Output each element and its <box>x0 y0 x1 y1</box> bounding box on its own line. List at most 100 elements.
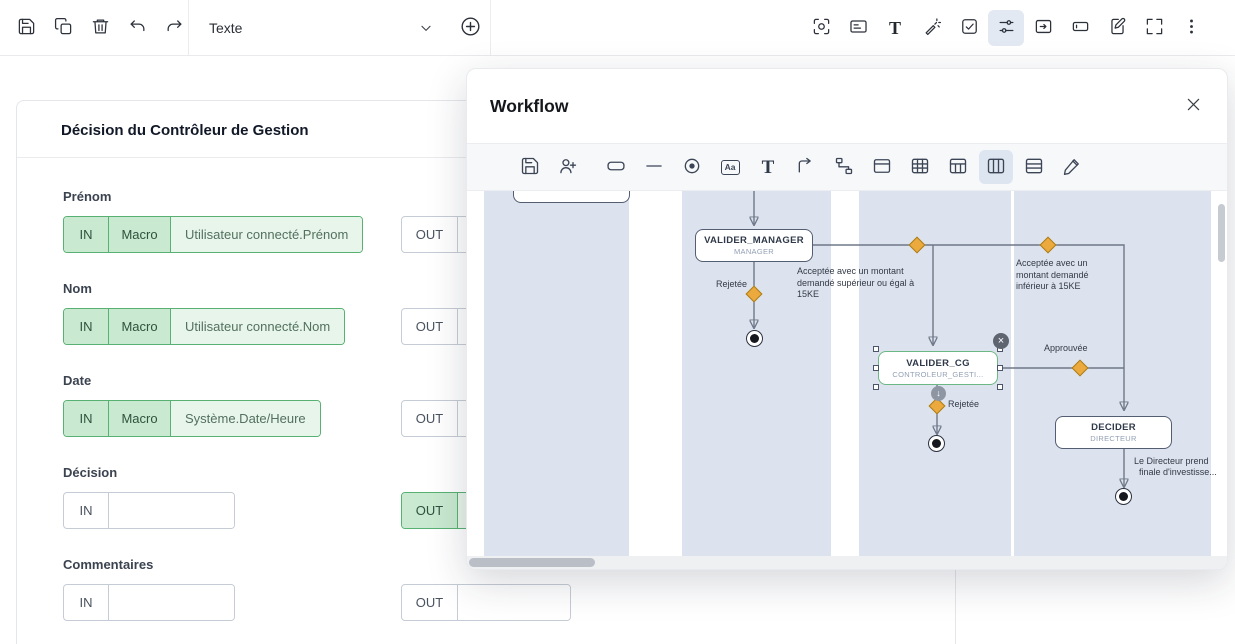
text-t-icon: T <box>761 156 775 178</box>
resize-handle[interactable] <box>873 365 879 371</box>
input-field-button[interactable] <box>1062 10 1098 46</box>
magic-wand-icon <box>923 17 942 39</box>
add-element-button[interactable] <box>452 10 488 46</box>
shape-rect-button[interactable] <box>599 150 633 184</box>
duplicate-icon <box>54 17 73 39</box>
edge-label-approuvee: Approuvée <box>1044 343 1088 353</box>
resize-handle[interactable] <box>873 384 879 390</box>
edit-document-button[interactable] <box>1099 10 1135 46</box>
grid-icon <box>948 156 968 179</box>
in-badge: IN <box>64 401 108 436</box>
out-field[interactable] <box>457 585 570 620</box>
note-line-1: Le Directeur prend <box>1134 456 1209 466</box>
resize-handle[interactable] <box>997 384 1003 390</box>
node-subtitle: DIRECTEUR <box>1090 434 1137 443</box>
macro-badge[interactable]: Macro <box>108 309 170 344</box>
text-tool-button[interactable]: T <box>877 10 913 46</box>
header-panel-button[interactable] <box>865 150 899 184</box>
focus-scan-icon <box>812 17 831 39</box>
end-node[interactable] <box>928 435 945 452</box>
node-title: VALIDER_MANAGER <box>704 235 804 246</box>
node-decider[interactable]: DECIDER DIRECTEUR <box>1055 416 1172 449</box>
more-menu-button[interactable] <box>1173 10 1209 46</box>
edge-label-rejetee-cg: Rejetée <box>948 399 980 409</box>
insert-panel-icon <box>1034 17 1053 39</box>
end-node[interactable] <box>1115 488 1132 505</box>
macro-value[interactable]: Utilisateur connecté.Nom <box>170 309 345 344</box>
commentaires-out-group: OUT <box>401 584 571 621</box>
toolbar-divider <box>188 0 189 55</box>
delete-button[interactable] <box>82 10 118 46</box>
connector-icon <box>796 156 816 179</box>
vertical-scrollbar[interactable] <box>1218 204 1225 262</box>
in-field[interactable] <box>108 585 234 620</box>
line-tool-button[interactable] <box>637 150 671 184</box>
toolbar-left-group <box>8 10 192 46</box>
close-icon <box>1184 95 1203 117</box>
horizontal-lanes-button[interactable] <box>1017 150 1051 184</box>
macro-badge[interactable]: Macro <box>108 401 170 436</box>
grid-button[interactable] <box>941 150 975 184</box>
edit-document-icon <box>1108 17 1127 39</box>
end-node[interactable] <box>746 330 763 347</box>
magic-wand-button[interactable] <box>914 10 950 46</box>
focus-scan-button[interactable] <box>803 10 839 46</box>
horizontal-scrollbar-thumb[interactable] <box>469 558 595 567</box>
settings-sliders-button[interactable] <box>988 10 1024 46</box>
close-modal-button[interactable] <box>1177 90 1209 122</box>
vertical-lanes-button[interactable] <box>979 150 1013 184</box>
field-label-prenom: Prénom <box>63 189 112 204</box>
in-badge: IN <box>64 309 108 344</box>
macro-value[interactable]: Utilisateur connecté.Prénom <box>170 217 363 252</box>
hierarchy-tool-button[interactable] <box>827 150 861 184</box>
workflow-toolbar: Aa T <box>467 143 1227 191</box>
label-aa-icon: Aa <box>720 159 740 175</box>
field-label-commentaires: Commentaires <box>63 557 154 572</box>
table-icon <box>910 156 930 179</box>
pen-tool-button[interactable] <box>1055 150 1089 184</box>
delete-node-button[interactable]: × <box>993 333 1009 349</box>
resize-handle[interactable] <box>997 365 1003 371</box>
workflow-canvas[interactable]: VALIDER_MANAGER MANAGER VALIDER_CG CONTR… <box>467 191 1227 558</box>
redo-icon <box>165 17 184 39</box>
add-user-button[interactable] <box>551 150 585 184</box>
undo-button[interactable] <box>119 10 155 46</box>
in-field[interactable] <box>108 493 234 528</box>
workflow-node-partial[interactable] <box>513 191 630 203</box>
node-valider-cg[interactable]: VALIDER_CG CONTROLEUR_GESTI... <box>878 351 998 385</box>
fullscreen-button[interactable] <box>1136 10 1172 46</box>
redo-button[interactable] <box>156 10 192 46</box>
toolbar-right-group: T <box>803 10 1209 46</box>
connector-tool-button[interactable] <box>789 150 823 184</box>
modal-header: Workflow <box>467 69 1227 143</box>
label-tool-button[interactable]: Aa <box>713 150 747 184</box>
date-in-group: IN Macro Système.Date/Heure <box>63 400 321 437</box>
nom-in-group: IN Macro Utilisateur connecté.Nom <box>63 308 346 345</box>
decision-in-group: IN <box>63 492 235 529</box>
text-tool-button[interactable]: T <box>751 150 785 184</box>
resize-handle[interactable] <box>873 346 879 352</box>
line-icon <box>644 156 664 179</box>
more-menu-icon <box>1182 17 1201 39</box>
save-button[interactable] <box>8 10 44 46</box>
element-type-select[interactable]: Texte <box>189 0 447 55</box>
field-label-date: Date <box>63 373 92 388</box>
plus-circle-icon <box>460 16 481 40</box>
prenom-in-group: IN Macro Utilisateur connecté.Prénom <box>63 216 364 253</box>
macro-badge[interactable]: Macro <box>108 217 170 252</box>
insert-panel-button[interactable] <box>1025 10 1061 46</box>
insert-below-button[interactable]: ↓ <box>931 386 946 401</box>
macro-value[interactable]: Système.Date/Heure <box>170 401 320 436</box>
node-subtitle: CONTROLEUR_GESTI... <box>892 369 984 379</box>
state-node-button[interactable] <box>675 150 709 184</box>
checkbox-tool-button[interactable] <box>951 10 987 46</box>
node-valider-manager[interactable]: VALIDER_MANAGER MANAGER <box>695 229 813 262</box>
id-card-button[interactable] <box>840 10 876 46</box>
form-title: Décision du Contrôleur de Gestion <box>61 122 309 139</box>
duplicate-button[interactable] <box>45 10 81 46</box>
save-workflow-button[interactable] <box>513 150 547 184</box>
id-card-icon <box>849 17 868 39</box>
save-icon <box>520 156 540 179</box>
table-button[interactable] <box>903 150 937 184</box>
horizontal-scrollbar[interactable] <box>467 556 1227 569</box>
